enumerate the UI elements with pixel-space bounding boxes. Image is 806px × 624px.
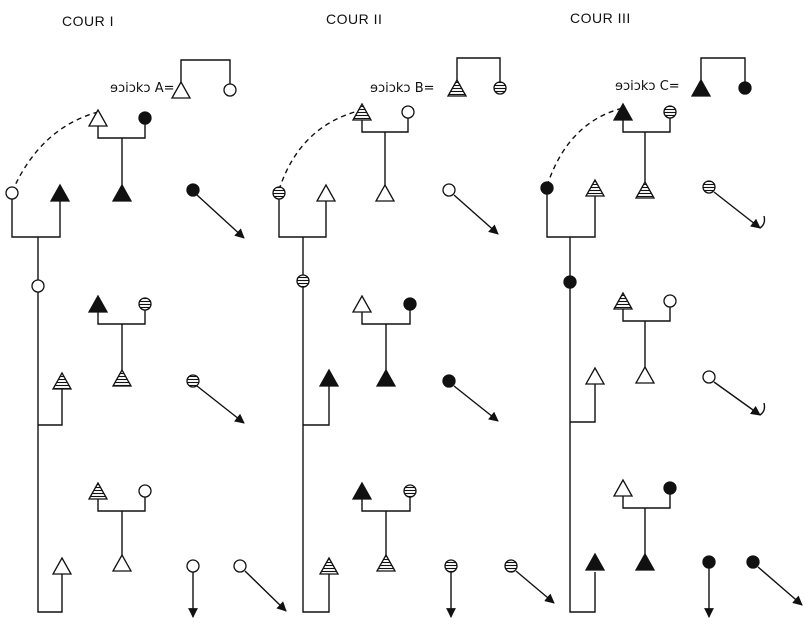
- circle-hatched-icon: [138, 297, 152, 311]
- parent-bracket: [622, 118, 671, 133]
- circle-open-icon: [233, 559, 247, 573]
- lineage-line: [302, 287, 330, 613]
- parent-bracket: [622, 307, 671, 322]
- circle-hatched-icon: [444, 559, 458, 573]
- court-title-2: COUR II: [326, 11, 382, 27]
- triangle-filled-icon: [351, 481, 373, 500]
- group-label-b: ɘɔiɔkɔ B=: [370, 81, 435, 96]
- group-bracket: [456, 57, 501, 82]
- circle-open-icon: [401, 105, 415, 119]
- group-label-a: ɘɔiɔkɔ A=: [110, 81, 174, 96]
- triangle-filled-icon: [87, 294, 109, 313]
- triangle-filled-icon: [584, 552, 606, 571]
- triangle-filled-icon: [612, 102, 634, 121]
- circle-open-icon: [702, 370, 716, 384]
- triangle-open-icon: [634, 365, 656, 384]
- court-title-1: COUR I: [62, 13, 114, 29]
- group-label-c: ɘɔiɔkɔ C=: [615, 79, 680, 94]
- triangle-hatched-icon: [51, 371, 73, 390]
- circle-hatched-icon: [296, 274, 310, 288]
- lineage-branch: [38, 386, 63, 426]
- arrow-line: [196, 194, 245, 239]
- circle-filled-icon: [442, 374, 456, 388]
- arrow-line: [515, 570, 555, 604]
- circle-hatched-icon: [186, 374, 200, 388]
- triangle-open-icon: [374, 183, 396, 202]
- hook-line: [759, 215, 766, 229]
- circle-filled-icon: [540, 181, 554, 195]
- triangle-open-icon: [170, 80, 192, 99]
- parent-bracket: [546, 194, 596, 238]
- lineage-branch: [570, 383, 596, 423]
- triangle-hatched-icon: [446, 78, 468, 97]
- lineage-branch: [303, 386, 330, 426]
- circle-filled-icon: [138, 111, 152, 125]
- circle-hatched-icon: [272, 186, 286, 200]
- circle-open-icon: [663, 294, 677, 308]
- circle-filled-icon: [702, 555, 716, 569]
- parent-bracket: [278, 199, 327, 238]
- parent-bracket: [622, 494, 671, 509]
- triangle-filled-icon: [690, 78, 712, 97]
- triangle-open-icon: [51, 556, 73, 575]
- hook-line: [759, 402, 766, 416]
- triangle-hatched-icon: [584, 178, 606, 197]
- dashed-link: [278, 109, 363, 191]
- triangle-open-icon: [315, 183, 337, 202]
- circle-open-icon: [138, 484, 152, 498]
- triangle-hatched-icon: [318, 556, 340, 575]
- circle-open-icon: [223, 83, 237, 97]
- group-bracket: [700, 57, 746, 82]
- circle-filled-icon: [738, 81, 752, 95]
- triangle-hatched-icon: [634, 180, 656, 199]
- circle-filled-icon: [403, 297, 417, 311]
- triangle-open-icon: [584, 366, 606, 385]
- circle-filled-icon: [746, 555, 760, 569]
- arrow-line: [196, 385, 245, 424]
- triangle-open-icon: [111, 553, 133, 572]
- court-title-3: COUR III: [570, 10, 631, 26]
- triangle-open-icon: [87, 108, 109, 127]
- triangle-hatched-icon: [351, 102, 373, 121]
- triangle-filled-icon: [49, 183, 71, 202]
- triangle-filled-icon: [111, 183, 133, 202]
- triangle-hatched-icon: [87, 481, 109, 500]
- group-bracket: [180, 59, 231, 84]
- dashed-link: [546, 107, 624, 187]
- circle-open-icon: [31, 279, 45, 293]
- triangle-filled-icon: [634, 552, 656, 571]
- arrow-line: [713, 191, 761, 229]
- arrow-line: [713, 381, 761, 416]
- circle-filled-icon: [663, 481, 677, 495]
- circle-open-icon: [442, 183, 456, 197]
- circle-hatched-icon: [403, 484, 417, 498]
- lineage-line: [569, 288, 596, 613]
- circle-open-icon: [186, 559, 200, 573]
- circle-open-icon: [5, 186, 19, 200]
- triangle-hatched-icon: [111, 368, 133, 387]
- circle-hatched-icon: [493, 81, 507, 95]
- circle-hatched-icon: [504, 559, 518, 573]
- circle-filled-icon: [186, 183, 200, 197]
- connector-lines: [11, 57, 803, 618]
- circle-hatched-icon: [702, 180, 716, 194]
- arrow-line: [453, 385, 499, 422]
- arrow-line: [244, 570, 287, 612]
- circle-hatched-icon: [663, 105, 677, 119]
- circle-filled-icon: [563, 275, 577, 289]
- triangle-hatched-icon: [612, 291, 634, 310]
- kin-symbols: [5, 78, 760, 575]
- triangle-filled-icon: [318, 368, 340, 387]
- parent-bracket: [11, 199, 61, 238]
- triangle-open-icon: [612, 478, 634, 497]
- arrow-line: [757, 566, 803, 606]
- triangle-filled-icon: [375, 368, 397, 387]
- triangle-open-icon: [351, 294, 373, 313]
- dashed-link: [11, 111, 99, 193]
- arrow-line: [453, 194, 499, 235]
- lineage-line: [37, 292, 63, 613]
- triangle-hatched-icon: [375, 553, 397, 572]
